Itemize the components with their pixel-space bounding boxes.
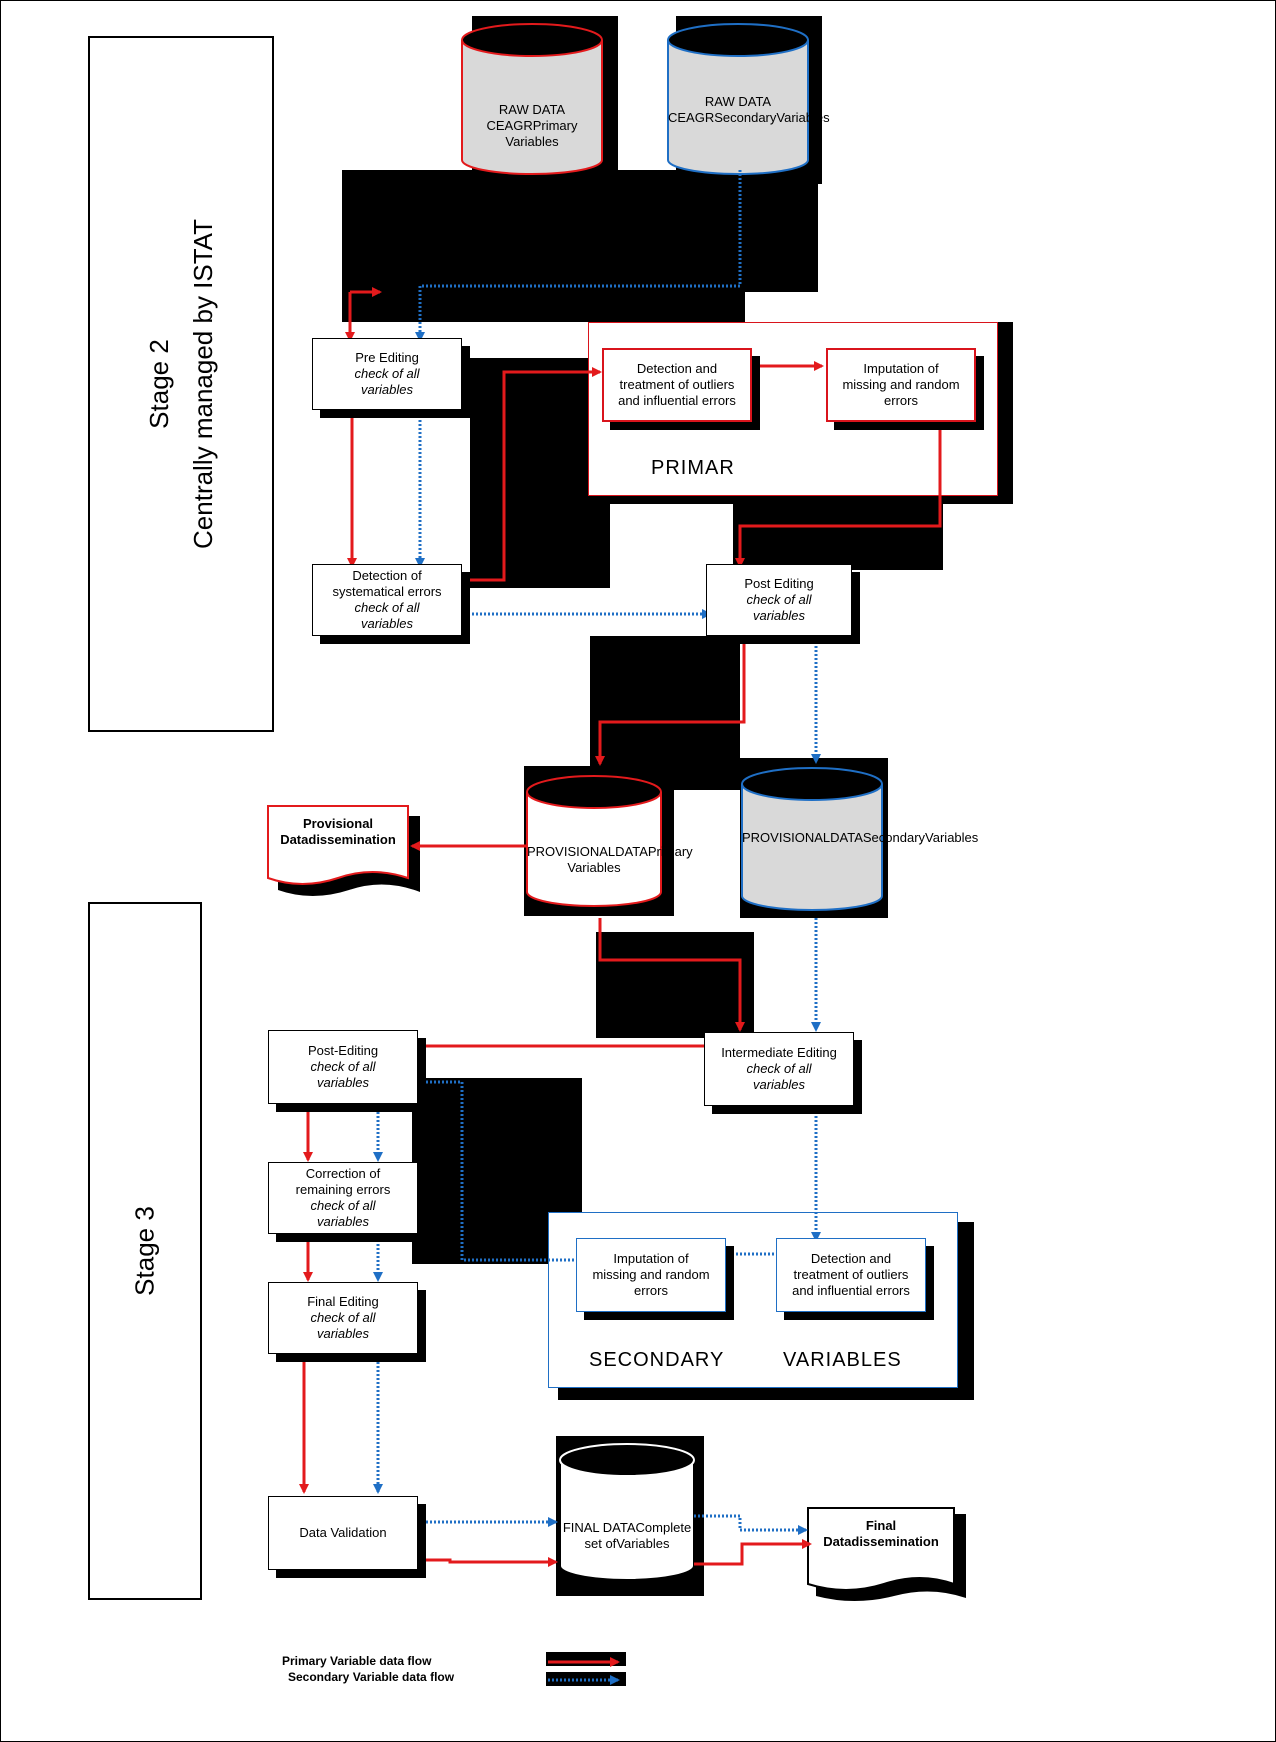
black-block — [342, 170, 745, 322]
final-data-cylinder — [556, 1436, 704, 1596]
legend-primary-label: Primary Variable data flow — [282, 1654, 432, 1668]
legend-secondary-label: Secondary Variable data flow — [288, 1670, 455, 1684]
stage-3-box: Stage 3 — [88, 902, 202, 1600]
intermediate-editing-box: Intermediate Editing check of all variab… — [704, 1032, 854, 1106]
provisional-secondary-label: PROVISIONALDATASecondaryVariables — [742, 830, 979, 845]
arrow-finaldata-to-dissemination-primary — [694, 1539, 812, 1566]
provisional-primary-cylinder — [524, 766, 674, 916]
secondary-group-label-right: VARIABLES — [783, 1349, 902, 1371]
arrow-imputation-to-postediting — [735, 430, 942, 568]
raw-data-secondary-label: RAW DATA CEAGRSecondaryVariables — [668, 94, 830, 125]
detection-outliers-secondary-box: Detection and treatment of outliers and … — [776, 1238, 926, 1312]
black-block — [742, 170, 818, 292]
pre-editing-box: Pre Editing check of all variables — [312, 338, 462, 410]
post-editing-stage2-box: Post Editing check of all variables — [706, 564, 852, 636]
data-validation-box: Data Validation — [268, 1496, 418, 1570]
arrow-systematic-to-detection — [460, 367, 602, 582]
black-block — [590, 636, 740, 790]
provisional-dissemination-label: Provisional Datadissemination — [280, 816, 396, 847]
raw-data-primary-cylinder — [461, 16, 618, 184]
final-data-label: FINAL DATAComplete set ofVariables — [562, 1520, 692, 1551]
legend-secondary-arrow — [546, 1672, 626, 1686]
secondary-flow-arrows — [373, 170, 821, 1535]
raw-data-secondary-cylinder — [667, 16, 822, 184]
correction-box: Correction of remaining errors check of … — [268, 1162, 418, 1234]
provisional-secondary-cylinder — [740, 758, 888, 918]
arrow-finaldata-to-dissemination-secondary — [694, 1514, 808, 1535]
arrow-raw-to-preediting-secondary — [415, 170, 742, 342]
post-editing-stage3-box: Post-Editing check of all variables — [268, 1030, 418, 1104]
stage-2-box: Stage 2 Centrally managed by ISTAT — [88, 36, 274, 732]
systematic-errors-box: Detection of systematical errors check o… — [312, 564, 462, 636]
provisional-primary-label: PROVISIONALDATAPrimary Variables — [527, 844, 693, 875]
imputation-primary-box: Imputation of missing and random errors — [826, 348, 976, 422]
detection-outliers-primary-box: Detection and treatment of outliers and … — [602, 348, 752, 422]
arrow-imputation-to-postediting3 — [412, 1077, 578, 1262]
final-dissemination-document — [807, 1507, 966, 1601]
primary-flow-arrows — [299, 287, 942, 1567]
black-block — [596, 932, 754, 1038]
primary-group-label: PRIMAR — [651, 457, 735, 479]
secondary-group-label-left: SECONDARY — [589, 1349, 725, 1371]
provisional-dissemination-document — [267, 805, 420, 896]
arrow-provisional-to-intermediate — [598, 918, 745, 1032]
final-dissemination-label: Final Datadissemination — [823, 1518, 939, 1549]
imputation-secondary-box: Imputation of missing and random errors — [576, 1238, 726, 1312]
arrow-validation-to-finaldata-primary — [410, 1557, 558, 1567]
raw-data-primary-label: RAW DATA CEAGRPrimary Variables — [486, 102, 578, 149]
final-editing-box: Final Editing check of all variables — [268, 1282, 418, 1354]
arrow-postediting-to-provisional — [595, 640, 746, 766]
legend-primary-arrow — [546, 1652, 626, 1667]
black-block — [470, 358, 610, 588]
